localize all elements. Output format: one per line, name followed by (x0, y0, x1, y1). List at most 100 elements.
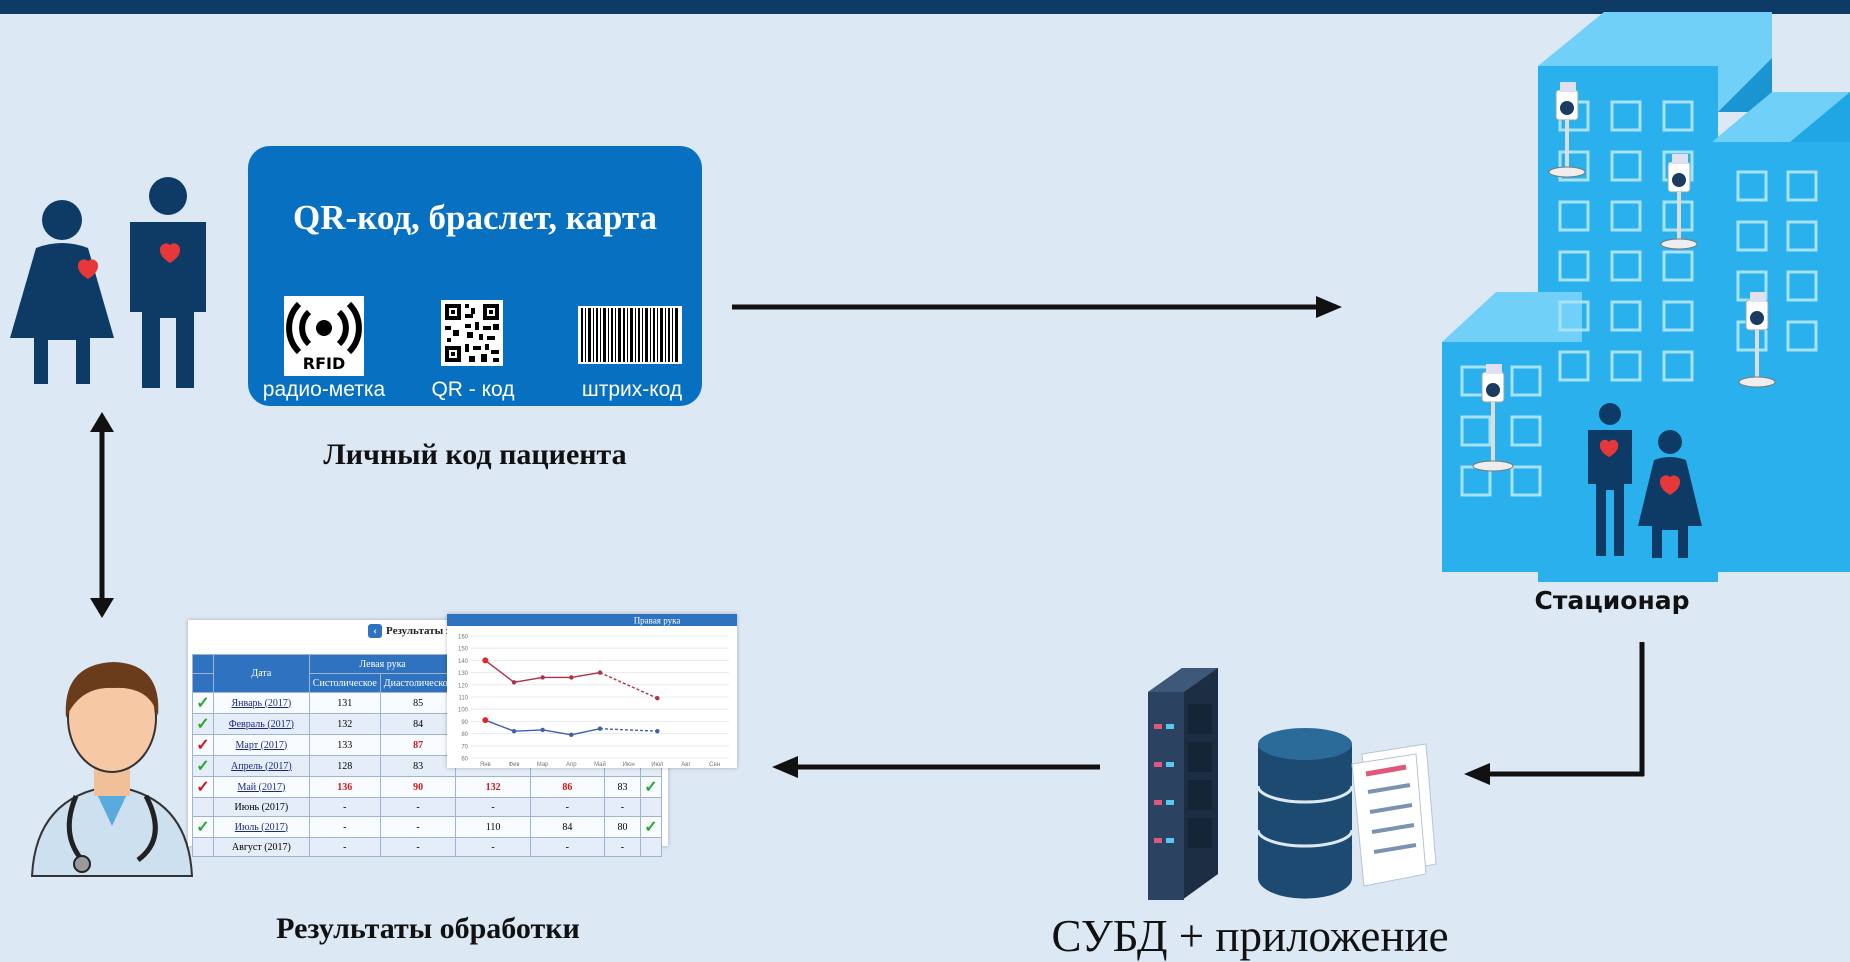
barcode-icon (578, 306, 682, 364)
series-0-segment (571, 671, 601, 679)
results-header: ‹ Результаты з (368, 624, 450, 644)
table-row: Август (2017)----- (192, 837, 663, 857)
chart-title: Правая рука (634, 616, 681, 626)
x-tick-label: Сен (709, 762, 720, 768)
bp-monitor-icon (1472, 82, 1776, 472)
x-tick-label: Авг (681, 762, 691, 768)
series-0-point (569, 675, 574, 680)
x-tick-label: Янв (480, 762, 491, 768)
row-right-diastolic: - (529, 797, 605, 817)
row-date[interactable]: Март (2017) (212, 734, 310, 756)
row-diastolic: 85 (379, 692, 457, 714)
x-tick-label: Июл (651, 762, 664, 768)
y-tick-label: 120 (458, 683, 469, 689)
row-systolic: - (308, 797, 381, 817)
row-systolic: 132 (308, 713, 381, 735)
date-header: Дата (212, 654, 310, 693)
series-0-point (482, 657, 489, 664)
row-date[interactable]: Май (2017) (212, 776, 310, 798)
row-systolic: 131 (308, 692, 381, 714)
row-date: Июнь (2017) (212, 797, 310, 817)
y-tick-label: 130 (458, 671, 469, 677)
right-arm-chart: Правая рука 6070809010011012013014015016… (447, 614, 737, 768)
left-arm-header: Левая рука (308, 654, 457, 674)
y-tick-label: 160 (458, 635, 469, 641)
diastolic-header: Диастолическое (379, 673, 457, 693)
warning-check-icon: ✓ (196, 779, 210, 796)
y-tick-label: 150 (458, 647, 469, 653)
arrow-db-to-results (772, 756, 1100, 778)
series-1-point (540, 727, 545, 733)
row-pulse: 80 (603, 816, 641, 838)
series-1-segment (599, 728, 658, 732)
row-systolic: 133 (308, 734, 381, 756)
row-right-diastolic: - (529, 837, 605, 857)
row-systolic: - (308, 837, 381, 857)
chart-title-bar (447, 614, 737, 626)
row-systolic: 128 (308, 755, 381, 777)
check-icon: ✓ (196, 819, 210, 836)
series-1-segment (485, 719, 515, 732)
row-right-systolic: - (455, 797, 531, 817)
row-right-diastolic: 86 (529, 776, 605, 798)
row-diastolic: 83 (379, 755, 457, 777)
series-1-point (597, 726, 603, 731)
series-0-segment (513, 676, 543, 684)
y-tick-label: 80 (461, 732, 468, 738)
patients-in-hospital-icon (1588, 403, 1702, 558)
card-title: QR-код, браслет, карта (292, 198, 658, 237)
arrow-to-hospital (732, 296, 1342, 318)
row-right-systolic: 110 (455, 816, 531, 838)
systolic-header: Систолическое (308, 673, 381, 693)
y-tick-label: 110 (458, 696, 468, 702)
bidirectional-arrow (90, 412, 114, 618)
top-title-fragment (0, 0, 1850, 14)
series-0-segment (599, 671, 658, 699)
row-date[interactable]: Январь (2017) (212, 692, 310, 714)
y-tick-label: 140 (458, 659, 469, 665)
document-icon (1351, 743, 1437, 887)
results-title: Результаты з (386, 625, 451, 637)
row-diastolic: - (379, 837, 457, 857)
row-diastolic: - (379, 816, 457, 838)
y-tick-label: 100 (458, 708, 469, 714)
row-date[interactable]: Апрель (2017) (212, 755, 310, 777)
series-0-point (655, 696, 660, 701)
x-tick-label: Мар (537, 762, 549, 768)
row-date[interactable]: Февраль (2017) (212, 713, 310, 735)
row-date[interactable]: Июль (2017) (212, 816, 310, 838)
qr-caption: QR - код (431, 378, 515, 401)
qr-code-icon (441, 300, 503, 366)
dbms-label: СУБД + приложение (1051, 911, 1449, 961)
hospital-building-icon (1442, 12, 1850, 582)
doctor-icon (30, 662, 194, 877)
row-pulse: 83 (603, 776, 641, 798)
row-systolic: 136 (308, 776, 381, 798)
series-1-point (511, 728, 517, 734)
row-right-systolic: - (455, 837, 531, 857)
row-diastolic: 90 (379, 776, 457, 798)
x-tick-label: Фев (508, 762, 519, 768)
series-0-segment (484, 659, 515, 683)
barcode-caption: штрих-код (581, 378, 683, 401)
series-0-point (511, 680, 517, 685)
row-pulse: - (603, 837, 641, 857)
check-icon: ✓ (644, 779, 658, 796)
back-icon[interactable]: ‹ (368, 624, 382, 638)
rfid-text: RFID (302, 354, 346, 373)
check-icon: ✓ (644, 819, 658, 836)
row-right-diastolic: 84 (529, 816, 605, 838)
hospital-label: Стационар (1534, 586, 1690, 615)
check-icon: ✓ (196, 695, 210, 712)
y-tick-label: 70 (461, 744, 468, 750)
table-row: Июнь (2017)----- (192, 797, 663, 817)
row-systolic: - (308, 816, 381, 838)
patient-code-label: Личный код пациента (323, 438, 627, 471)
y-tick-label: 60 (461, 757, 468, 763)
series-0-point (597, 670, 603, 675)
series-1-point (482, 717, 489, 724)
x-tick-label: Апр (566, 762, 577, 768)
check-icon: ✓ (196, 716, 210, 733)
